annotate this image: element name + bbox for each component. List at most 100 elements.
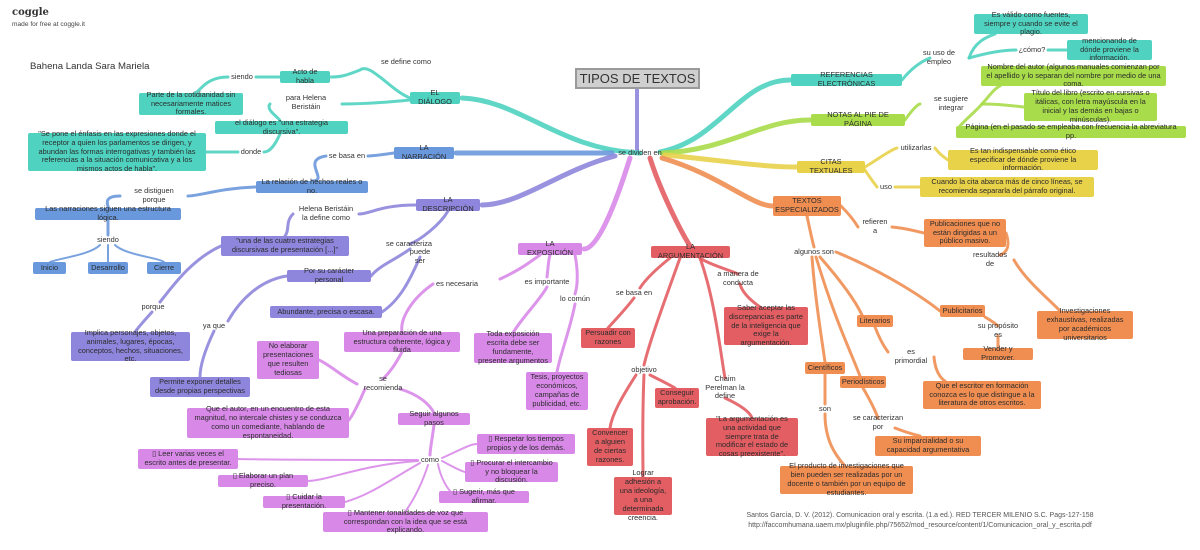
saber-aceptar-node[interactable]: Saber aceptar las discrepancias es parte… [724,303,808,347]
textos-especializados-node[interactable]: TEXTOS ESPECIALIZADOS [773,196,841,216]
cierre-node[interactable]: Cierre [147,262,181,274]
inicio-node[interactable]: Inicio [33,262,66,274]
lograr-adhesion-node[interactable]: Lograr adhesión a una ideología, a una d… [614,468,672,522]
notas-pie-node[interactable]: NOTAS AL PIE DE PÁGINA [811,110,905,128]
nombre-autor-node[interactable]: Nombre del autor (algunos manuales comie… [981,62,1166,88]
manera-link [698,256,740,276]
narracion-basa-label: se basa en [328,150,366,160]
recomienda-link [381,350,404,381]
vender-node[interactable]: Vender y Promover. [963,344,1033,362]
basa-link [366,151,396,158]
cuatro-estrategias-node[interactable]: "una de las cuatro estrategias discursiv… [221,236,349,256]
exponer-detalles-node[interactable]: Permite exponer detalles desde propias p… [150,377,250,397]
publicitarios-link [834,250,942,313]
valido-node[interactable]: Es válido como fuentes, siempre y cuando… [974,10,1088,36]
estrategia-node[interactable]: el diálogo es "una estrategia discursiva… [215,118,348,135]
utilizarlas-link [863,146,899,169]
mencionando-node[interactable]: mencionando de dónde proviene la informa… [1067,36,1152,62]
pagina-link [958,102,984,128]
voz-link [404,464,429,513]
caracter-personal-node[interactable]: Por su carácter personal [287,266,371,284]
enfasis-node[interactable]: "Se pone el énfasis en las expresiones d… [28,129,206,173]
dialogo-node[interactable]: EL DIÁLOGO [410,88,460,106]
autor-chistes-node[interactable]: Que el autor, en un encuentro de esta ma… [187,404,349,440]
relacion-hechos-node[interactable]: La relación de hechos reales o no. [256,177,368,195]
objetivo-link [642,256,682,367]
no-elaborar-node[interactable]: No elaborar presentaciones que resulten … [257,341,319,379]
acto-habla-node[interactable]: Acto de habla [280,67,330,85]
acto-link [329,67,412,100]
lograr-link [641,373,646,479]
producto-investigaciones-node[interactable]: El producto de investigaciones que bien … [780,461,913,497]
utilizarlas-label: utilizarlas [900,142,932,152]
dialogo-siendo-label: siendo [231,71,253,81]
preparacion-link [400,282,435,334]
convencer-node[interactable]: Convencer a alguien de ciertas razones. [587,428,633,466]
exposicion-node[interactable]: LA EXPOSICIÓN [518,239,582,257]
algunos-son-label: algunos son [794,246,834,256]
pagina-node[interactable]: Página (en el pasado se empleaba con fre… [956,122,1186,140]
convencer-link [608,373,638,430]
narracion-node[interactable]: LA NARRACIÓN [394,143,454,161]
chaim-cita-node[interactable]: "La argumentación es una actividad que s… [706,414,798,458]
implica-node[interactable]: Implica personajes, objetos, animales, l… [71,328,190,363]
paso-plan[interactable]: ▯ Elaborar un plan preciso. [218,471,308,489]
tesis-node[interactable]: Tesis, proyectos económicos, campañas de… [526,372,588,410]
seguir-pasos-node[interactable]: Seguir algunos pasos [398,409,470,427]
citas-link [662,152,799,170]
toda-exposicion-node[interactable]: Toda exposición escrita debe ser fundame… [474,329,552,365]
persuadir-node[interactable]: Persuadir con razones [581,328,635,348]
donde-link [262,132,282,154]
ya-que-link [226,274,289,323]
literarios-link [818,255,864,317]
persuadir-link [606,296,636,330]
periodisticos-node[interactable]: Periodísticos [840,376,886,388]
para-helena-label: para Helena Beristáin [285,93,327,111]
se-sugiere-label: se sugiere integrar [933,94,969,112]
cuando-cita-node[interactable]: Cuando la cita abarca más de cinco línea… [920,177,1094,197]
made-for-free-text: made for free at coggle.it [12,21,85,29]
resultados-link [998,231,1010,257]
citas-textuales-node[interactable]: CITAS TEXTUALES [797,157,865,175]
indispensable-link [933,146,950,162]
su-uso-link [900,56,932,82]
lo-comun-label: lo común [560,293,590,303]
paso-tiempos[interactable]: ▯ Respetar los tiempos propios y de los … [477,434,575,454]
conseguir-aprobacion-node[interactable]: Conseguir aprobación. [655,388,699,408]
investigaciones-node[interactable]: Investigaciones exhaustivas, realizadas … [1037,306,1133,342]
descripcion-node[interactable]: LA DESCRIPCIÓN [416,195,480,213]
indispensable-node[interactable]: Es tan indispensable como ético especifi… [948,146,1098,172]
escritor-formacion-node[interactable]: Que el escritor en formación conozca es … [923,381,1041,409]
paso-voz[interactable]: ▯ Mantener tonalidades de voz que corres… [323,508,488,534]
conseguir-link [648,373,677,390]
cientificos-node[interactable]: Científicos [805,362,845,374]
central-topic[interactable]: TIPOS DE TEXTOS [575,68,700,89]
citation-url[interactable]: http://faccomhumana.uaem.mx/pluginfile.p… [748,521,1092,529]
imparcialidad-node[interactable]: Su imparcialidad o su capacidad argument… [875,436,981,456]
cotidianidad-node[interactable]: Parte de la cotidianidad sin necesariame… [139,90,243,116]
desarrollo-node[interactable]: Desarrollo [88,262,128,274]
se-distiguen-label: se distiguen porque [134,186,174,204]
dialogo-link [459,95,643,156]
preparacion-node[interactable]: Una preparación de una estructura cohere… [344,328,460,354]
referencias-node[interactable]: REFERENCIAS ELECTRÓNICAS [791,70,902,88]
inicio-link [49,244,101,263]
abundante-node[interactable]: Abundante, precisa o escasa. [270,306,382,318]
paso-leer[interactable]: ▯ Leer varias veces el escrito antes de … [138,449,238,469]
publicaciones-node[interactable]: Publicaciones que no están dirigidas a u… [924,219,1006,247]
estrategias-link [283,212,295,238]
exposicion-link [581,155,633,252]
paso-sugerir[interactable]: ▯ Sugerir, más que afirmar. [439,487,529,505]
estructura-logica-node[interactable]: Las narraciones siguen una estructura ló… [35,204,181,222]
cuidar-link [344,462,421,503]
paso-presentacion[interactable]: ▯ Cuidar la presentación. [263,492,345,510]
argumentacion-basa-label: se basa en [615,287,653,297]
paso-intercambio[interactable]: ▯ Procurar el intercambio y no bloquear … [465,458,558,484]
titulo-libro-node[interactable]: Título del libro (escrito en cursivas o … [1024,88,1157,124]
literarios-node[interactable]: Literarios [857,315,893,327]
necesaria-link [498,253,542,281]
argumentacion-node[interactable]: LA ARGUMENTACIÓN [651,242,730,260]
publicitarios-node[interactable]: Publicitarios [940,305,985,317]
sugiere-link [903,102,922,122]
